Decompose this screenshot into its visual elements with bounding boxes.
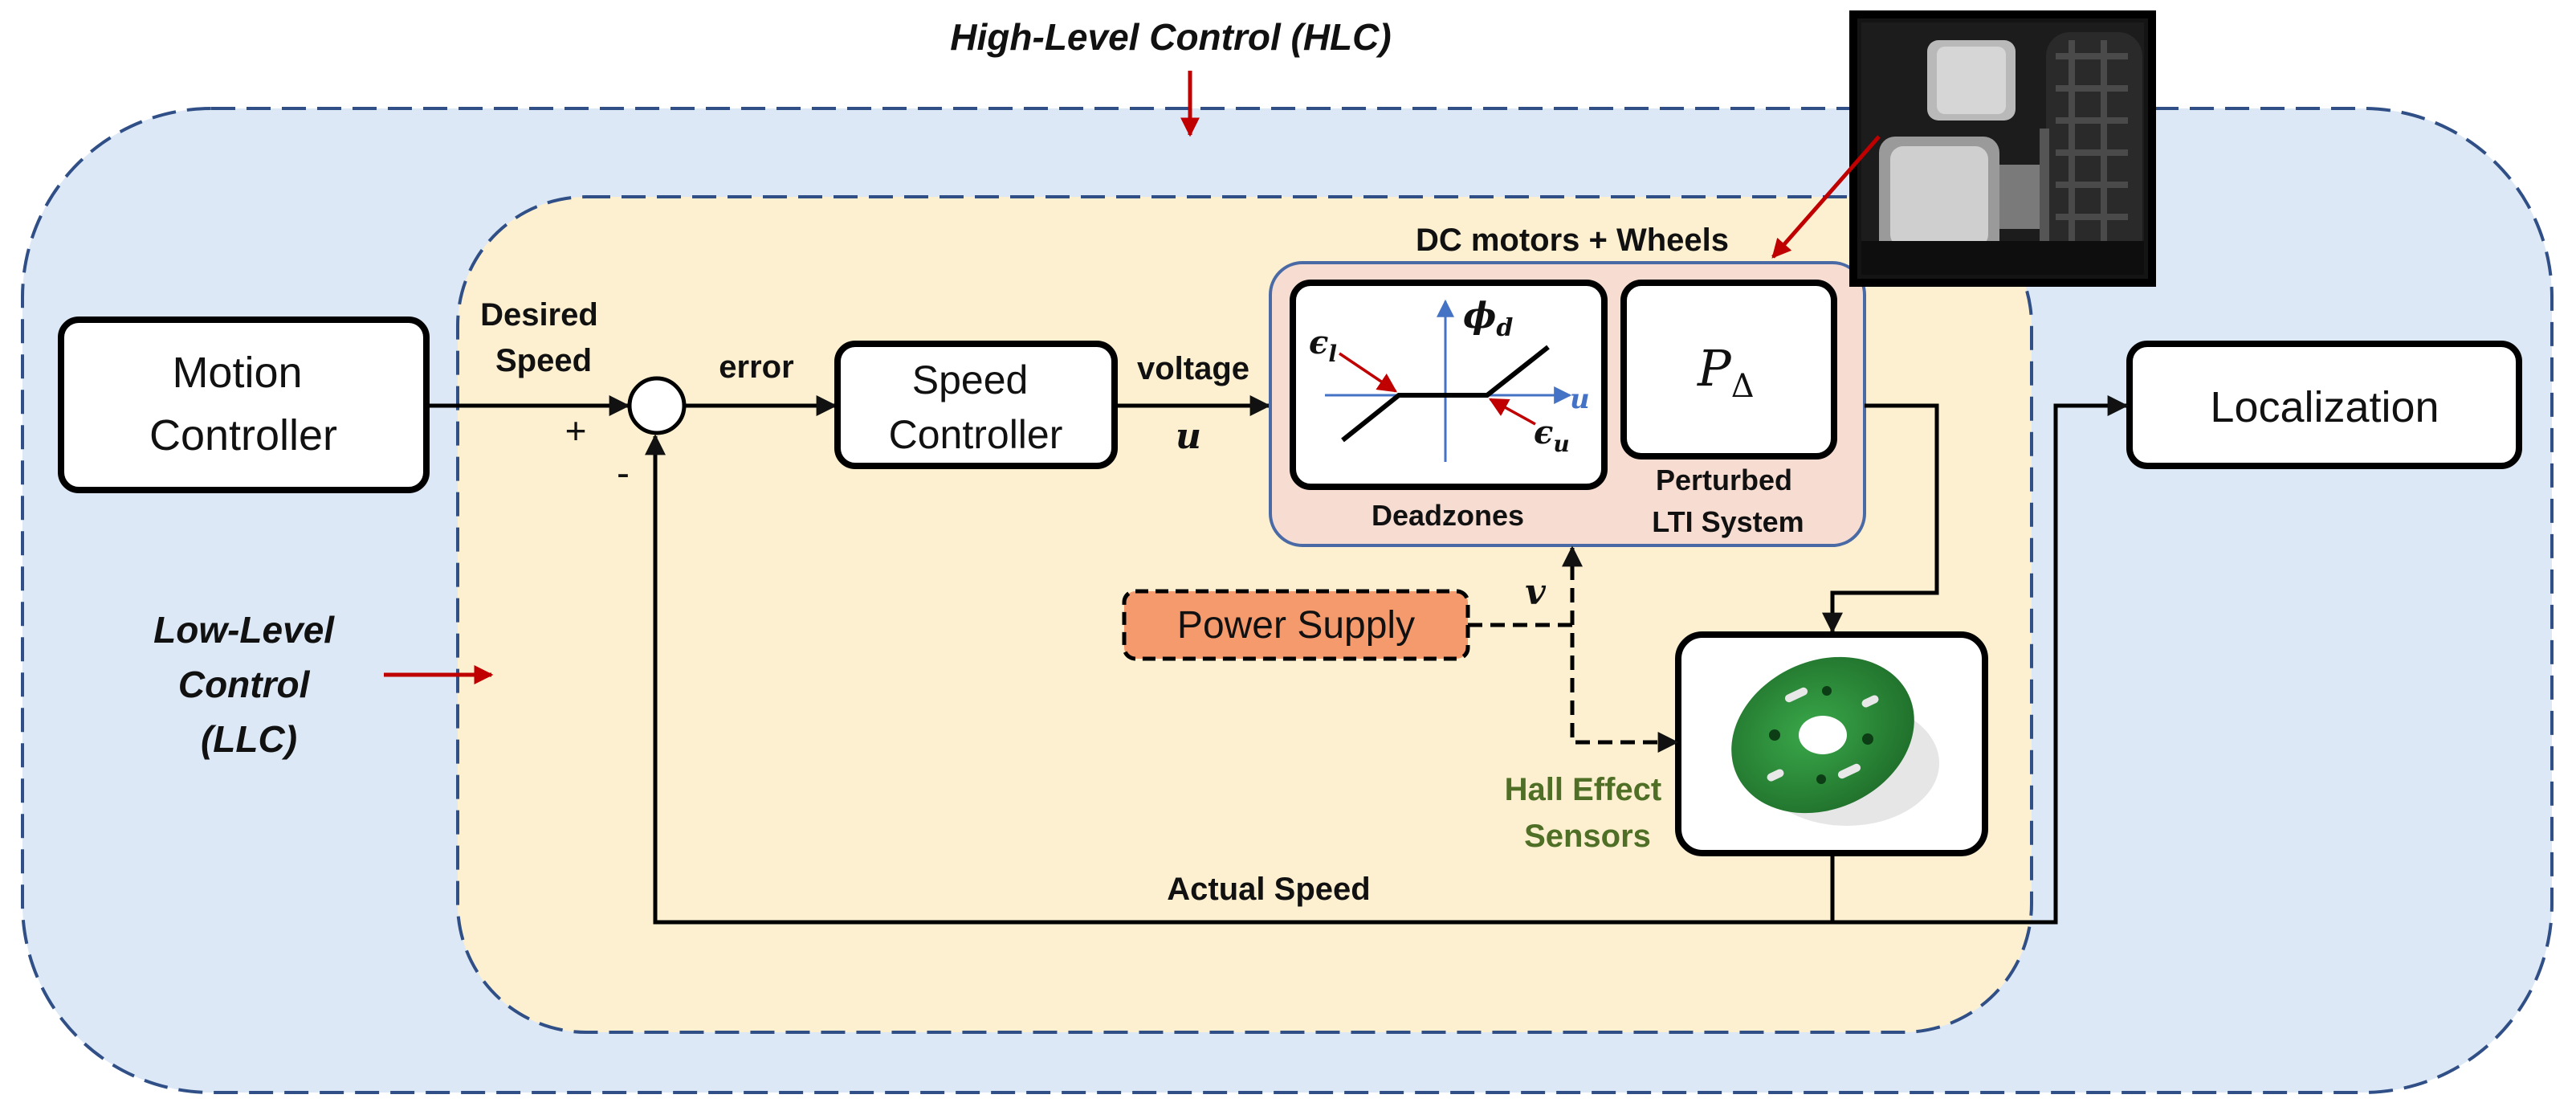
power-dashed-line — [1468, 623, 1679, 753]
lti-to-sensor-line — [1822, 403, 1939, 634]
desired-speed-label: Desired Speed — [480, 297, 607, 378]
lti-label: Perturbed LTI System — [1652, 464, 1804, 538]
localization-label: Localization — [2210, 383, 2439, 431]
hall-sensor-image — [1731, 656, 1939, 826]
minus-sign: - — [617, 452, 630, 495]
power-supply-block — [1122, 589, 1470, 661]
deadzones-label: Deadzones — [1372, 499, 1524, 532]
p-delta-label: PΔ — [1697, 339, 1755, 405]
hall-sensor-label: Hall Effect Sensors — [1505, 772, 1671, 854]
eps-u-label: ϵu — [1534, 414, 1570, 457]
deadzone-block — [1290, 280, 1608, 490]
voltage-label: voltage — [1137, 351, 1249, 386]
summing-junction — [627, 376, 687, 435]
hlc-title: High-Level Control (HLC) — [950, 16, 1391, 58]
plant-title: DC motors + Wheels — [1416, 223, 1729, 258]
eps-l-arrow — [1339, 352, 1397, 393]
v-signal-label: v — [1525, 572, 1546, 613]
motor-photo — [1849, 10, 2156, 287]
plus-sign: + — [565, 410, 587, 451]
actual-speed-label: Actual Speed — [1167, 872, 1370, 907]
feedback-line — [645, 434, 1835, 925]
power-supply-label: Power Supply — [1177, 604, 1415, 647]
u-axis-label: u — [1570, 383, 1590, 415]
motor-photo-arrow — [1771, 135, 1881, 259]
u-signal-label: u — [1176, 416, 1201, 457]
localization-block — [2126, 341, 2522, 469]
motion-controller-block — [58, 317, 430, 493]
llc-label: Low-Level Control (LLC) — [153, 609, 344, 760]
eps-u-arrow — [1488, 398, 1536, 426]
deadzone-curve — [1341, 345, 1550, 443]
eps-l-label: ϵl — [1309, 324, 1337, 367]
lti-block — [1620, 280, 1837, 459]
localization-feed-line — [1832, 395, 2129, 925]
error-label: error — [719, 349, 793, 385]
motion-controller-label: Motion Controller — [149, 349, 337, 459]
phi-d-label: ϕd — [1463, 296, 1513, 342]
speed-controller-label: Speed Controller — [889, 357, 1063, 457]
